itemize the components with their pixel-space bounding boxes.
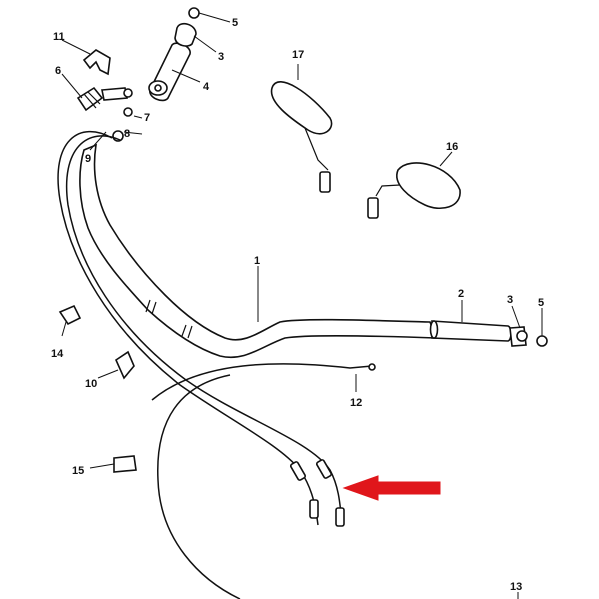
highlight-arrow xyxy=(342,475,441,501)
left-screw xyxy=(188,7,200,19)
callout-9: 9 xyxy=(85,153,91,165)
callout-5-right: 5 xyxy=(538,297,544,309)
left-bar-end-weight xyxy=(174,22,197,47)
screw-7 xyxy=(123,107,133,117)
callout-12: 12 xyxy=(350,397,362,409)
cable-guide-10 xyxy=(114,350,135,380)
right-grip xyxy=(429,320,512,342)
cable-clip-15 xyxy=(113,455,137,473)
brake-hose-13 xyxy=(157,374,241,599)
callout-7: 7 xyxy=(144,112,150,124)
callout-6: 6 xyxy=(55,65,61,77)
callout-3-right: 3 xyxy=(507,294,513,306)
callout-11: 11 xyxy=(53,31,65,43)
throttle-housing xyxy=(76,86,133,112)
callout-14: 14 xyxy=(51,348,64,360)
callout-17: 17 xyxy=(292,49,304,61)
callout-13: 13 xyxy=(510,581,522,593)
right-bar-end-weight xyxy=(509,326,528,347)
callout-8: 8 xyxy=(124,128,130,140)
callout-2: 2 xyxy=(458,288,464,300)
leader-lines xyxy=(61,12,543,599)
callout-16: 16 xyxy=(446,141,458,153)
handlebar xyxy=(79,143,438,359)
callout-15: 15 xyxy=(72,465,84,477)
throttle-clamp xyxy=(82,49,111,76)
right-mirror xyxy=(367,162,461,219)
callouts: 5 3 4 11 6 7 8 9 17 16 1 2 3 5 14 10 12 … xyxy=(51,17,544,593)
cable-holder-14 xyxy=(58,304,82,326)
right-screw xyxy=(536,335,548,347)
left-grip xyxy=(148,42,191,102)
left-mirror xyxy=(270,81,333,193)
callout-1: 1 xyxy=(254,255,260,267)
callout-3-top: 3 xyxy=(218,51,224,63)
callout-4: 4 xyxy=(203,81,210,93)
cable-ends xyxy=(289,459,345,527)
callout-10: 10 xyxy=(85,378,97,390)
callout-5-top: 5 xyxy=(232,17,238,29)
throttle-cable-12 xyxy=(151,363,376,401)
